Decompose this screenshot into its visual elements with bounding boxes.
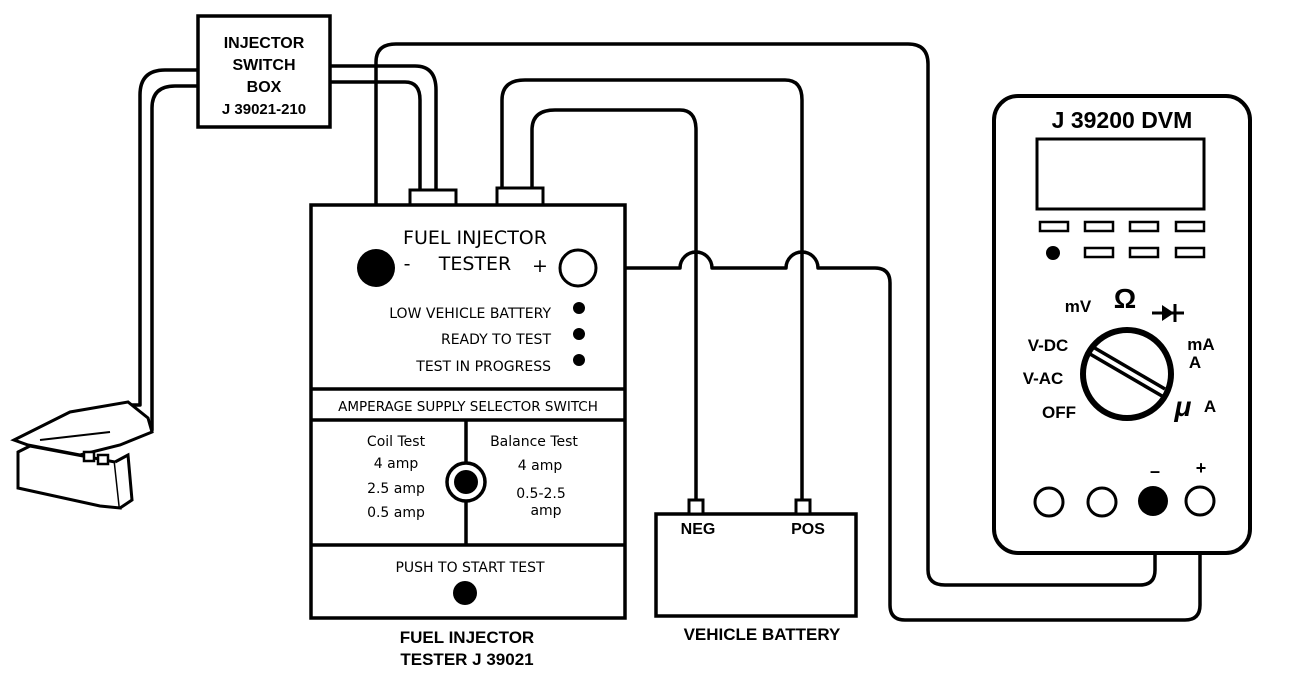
led-low-battery-label: LOW VEHICLE BATTERY xyxy=(389,306,551,322)
tester-title: FUEL INJECTOR xyxy=(403,227,547,249)
coil-test-4amp: 4 amp xyxy=(374,456,419,472)
switch-box-line3: BOX xyxy=(247,79,282,96)
dvm-jack-1[interactable] xyxy=(1033,486,1065,518)
dvm-jack-minus[interactable] xyxy=(1138,486,1168,516)
dvm-off-label: OFF xyxy=(1042,403,1076,422)
led-low-battery xyxy=(573,302,585,314)
tester-caption-line1: FUEL INJECTOR xyxy=(400,628,534,647)
tester-subtitle: TESTER xyxy=(438,253,511,275)
battery-cable-outer xyxy=(500,78,804,502)
dvm-mv-label: mV xyxy=(1065,297,1092,316)
led-progress-label: TEST IN PROGRESS xyxy=(415,359,551,375)
tester-minus-to-dvm-minus xyxy=(374,42,1157,587)
dvm-button-r1-2[interactable] xyxy=(1083,220,1115,233)
dvm-dial-pointer-b xyxy=(1092,345,1166,391)
dvm-ohm-label: Ω xyxy=(1114,283,1136,314)
injector-connector xyxy=(10,400,154,510)
balance-test-4amp: 4 amp xyxy=(518,458,563,474)
injector-switch-box: INJECTOR SWITCH BOX J 39021-210 xyxy=(196,14,332,129)
connector-side xyxy=(114,452,134,510)
switch-box-outline xyxy=(196,14,332,129)
switchbox-tester-cable-inner xyxy=(328,80,422,197)
balance-test-title: Balance Test xyxy=(490,434,578,450)
switch-box-line2: SWITCH xyxy=(232,57,295,74)
selector-title: AMPERAGE SUPPLY SELECTOR SWITCH xyxy=(338,399,598,415)
battery-neg-label: NEG xyxy=(681,521,716,538)
connector-ridge xyxy=(39,431,111,441)
dvm-micro-a-label: A xyxy=(1204,397,1216,416)
battery-cable-inner xyxy=(530,108,698,502)
coil-test-25amp: 2.5 amp xyxy=(367,481,425,497)
tester-plus-terminal[interactable] xyxy=(558,248,598,288)
dvm-title: J 39200 DVM xyxy=(1052,107,1193,133)
dvm-vac-label: V-AC xyxy=(1023,369,1064,388)
led-progress xyxy=(573,354,585,366)
coil-test-05amp: 0.5 amp xyxy=(367,505,425,521)
dvm-jack-2[interactable] xyxy=(1086,486,1118,518)
switch-box-line1: INJECTOR xyxy=(224,35,305,52)
connector-pin-b xyxy=(96,453,110,466)
injector-cable-inner xyxy=(138,84,202,432)
dvm-button-r1-1[interactable] xyxy=(1038,220,1070,233)
selector-knob-inner[interactable] xyxy=(454,470,478,494)
dvm-a-label: A xyxy=(1189,353,1201,372)
dvm-button-r1-3[interactable] xyxy=(1128,220,1160,233)
battery-pos-label: POS xyxy=(791,521,825,538)
switch-box-line4: J 39021-210 xyxy=(222,101,306,118)
dvm-power-dot xyxy=(1046,246,1060,260)
tester-caption-line2: TESTER J 39021 xyxy=(400,650,533,669)
dvm-minus-label: – xyxy=(1150,461,1160,481)
vehicle-battery: NEG POS VEHICLE BATTERY xyxy=(654,498,858,644)
battery-caption: VEHICLE BATTERY xyxy=(684,625,841,644)
dvm-vdc-label: V-DC xyxy=(1028,336,1069,355)
dvm-button-r2-1[interactable] xyxy=(1083,246,1115,259)
tester-plus-to-dvm-plus xyxy=(595,250,1202,622)
digital-volt-meter: J 39200 DVM mV Ω V-DC V-AC OFF mA A μ A … xyxy=(992,94,1252,555)
connector-pin-a xyxy=(82,450,96,463)
balance-test-range-unit: amp xyxy=(530,503,561,519)
dvm-plus-label: + xyxy=(1196,458,1207,478)
battery-pos-post xyxy=(794,498,812,516)
dvm-display xyxy=(1035,137,1206,211)
battery-body xyxy=(654,512,858,618)
balance-test-range: 0.5-2.5 xyxy=(516,486,566,502)
push-to-start-label: PUSH TO START TEST xyxy=(395,560,544,576)
diode-icon xyxy=(1152,304,1184,322)
push-to-start-button[interactable] xyxy=(453,581,477,605)
led-ready xyxy=(573,328,585,340)
wires xyxy=(128,42,1202,622)
dvm-micro-label: μ xyxy=(1174,391,1192,422)
tester-minus-label: - xyxy=(404,253,411,275)
dvm-button-r2-3[interactable] xyxy=(1174,246,1206,259)
led-ready-label: READY TO TEST xyxy=(441,332,551,348)
dvm-button-r1-4[interactable] xyxy=(1174,220,1206,233)
dvm-button-r2-2[interactable] xyxy=(1128,246,1160,259)
dvm-ma-label: mA xyxy=(1187,335,1214,354)
dvm-dial-pointer-a xyxy=(1089,352,1163,398)
dvm-jack-plus[interactable] xyxy=(1184,485,1216,517)
tester-plus-label: + xyxy=(532,255,548,277)
injector-cable-outer xyxy=(128,68,202,407)
fuel-injector-tester: FUEL INJECTOR - TESTER + LOW VEHICLE BAT… xyxy=(309,186,627,669)
tester-minus-terminal[interactable] xyxy=(357,249,395,287)
switchbox-tester-cable-outer xyxy=(328,64,438,197)
coil-test-title: Coil Test xyxy=(367,434,426,450)
battery-neg-post xyxy=(687,498,705,516)
